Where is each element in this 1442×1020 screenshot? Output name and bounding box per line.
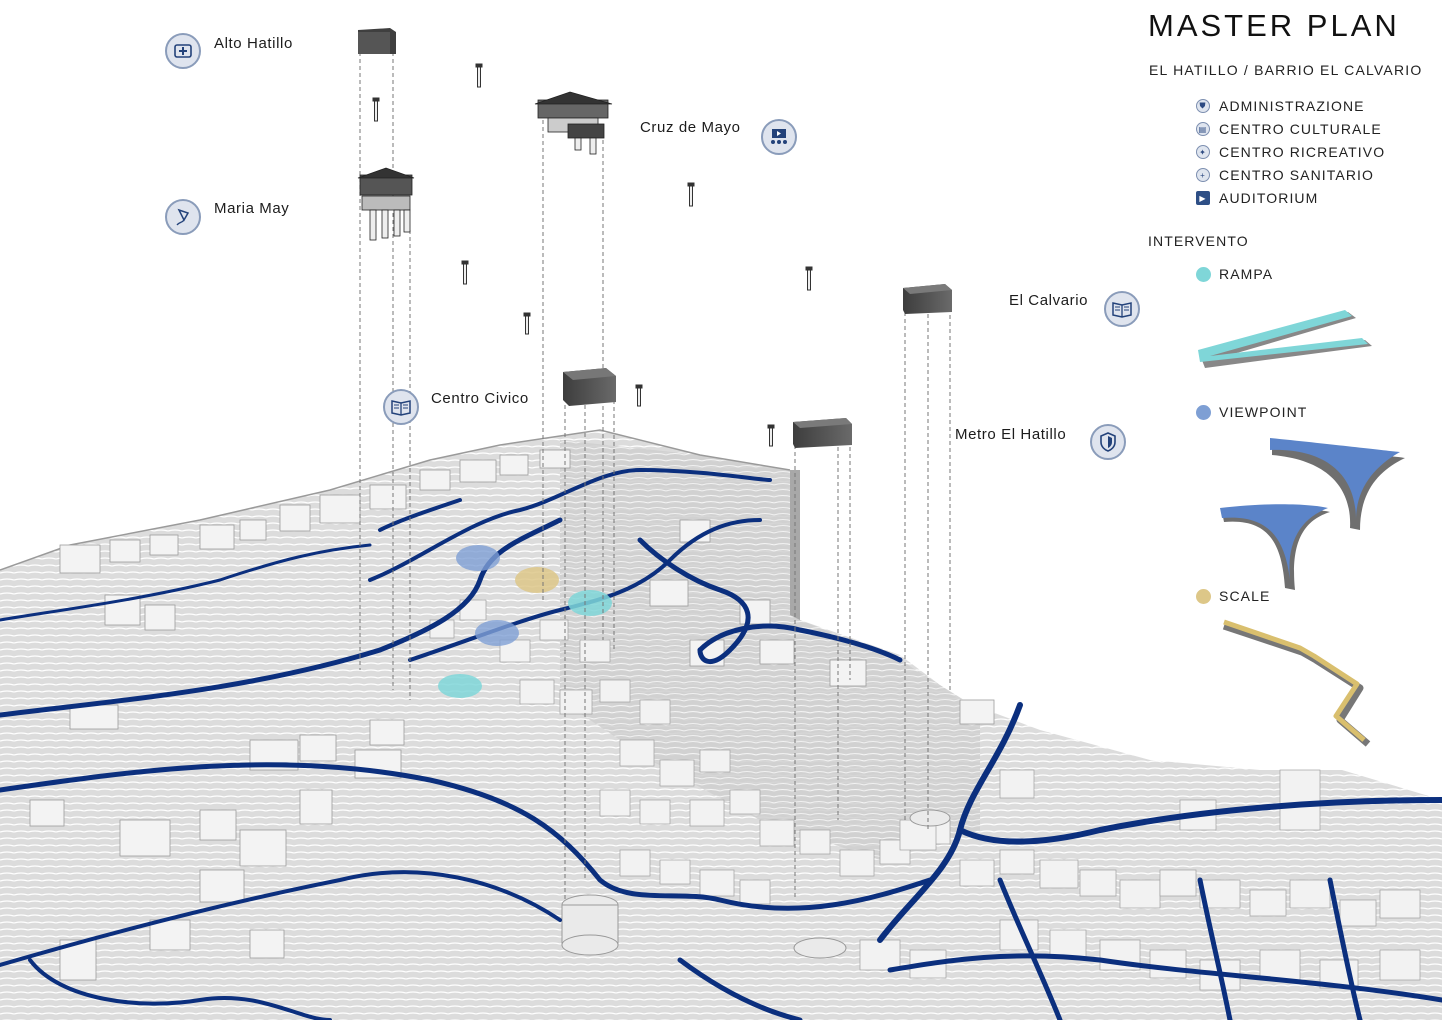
intervento-label: SCALE [1219,588,1271,604]
scale-shape [1222,619,1371,747]
projection-lines [359,52,951,900]
legend-item-centro-culturale: ▤ CENTRO CULTURALE [1196,120,1382,138]
legend-item-centro-ricreativo: ✦ CENTRO RICREATIVO [1196,143,1385,161]
legend-label: ADMINISTRAZIONE [1219,98,1365,114]
intervento-item-scale: SCALE [1196,588,1270,604]
place-cruz-de-mayo: Cruz de Mayo [640,119,741,136]
legend-label: CENTRO CULTURALE [1219,121,1382,137]
pin-models [372,63,813,447]
legend-item-centro-sanitario: + CENTRO SANITARIO [1196,166,1374,184]
place-alto-hatillo: Alto Hatillo [214,35,293,52]
intervention-markers [438,545,612,698]
place-maria-may: Maria May [214,200,290,217]
legend-item-auditorium: ▶ AUDITORIUM [1196,189,1318,207]
road-network [0,467,1442,1020]
auditorium-icon: ▶ [1196,191,1210,205]
place-el-calvario: El Calvario [1009,292,1089,309]
viewpoint-dot [1196,404,1211,420]
intervento-label: RAMPA [1219,266,1274,282]
legend-label: AUDITORIUM [1219,190,1319,206]
intervento-label: VIEWPOINT [1219,404,1308,420]
page-title: MASTER PLAN [1148,8,1400,43]
viewpoint-shape [1220,438,1405,590]
legend-item-administrazione: ⛊ ADMINISTRAZIONE [1196,97,1365,115]
rampa-shape [1198,310,1372,368]
floating-boxes [358,28,952,448]
medical-cross-icon [165,33,201,69]
book-icon: ▤ [1196,122,1210,136]
legend-label: CENTRO RICREATIVO [1219,144,1386,160]
dense-town [429,599,1421,991]
place-centro-civico: Centro Civico [431,390,529,407]
page-subtitle: EL HATILLO / BARRIO EL CALVARIO [1149,62,1423,78]
kite-icon: ✦ [1196,145,1210,159]
legend-label: CENTRO SANITARIO [1219,167,1375,183]
intervento-item-viewpoint: VIEWPOINT [1196,404,1307,420]
rampa-dot [1196,266,1211,282]
auditorium-icon [761,119,797,155]
intervento-item-rampa: RAMPA [1196,266,1273,282]
tanks [561,809,951,959]
building-clusters [29,449,995,981]
place-metro-el-hatillo: Metro El Hatillo [955,426,1067,443]
kite-icon [165,199,201,235]
intervento-heading: INTERVENTO [1148,233,1249,249]
shield-icon: ⛊ [1196,99,1210,113]
book-icon [383,389,419,425]
shield-icon [1090,424,1126,460]
medical-cross-icon: + [1196,168,1210,182]
building-models [357,91,613,241]
book-icon [1104,291,1140,327]
scale-dot [1196,588,1211,604]
